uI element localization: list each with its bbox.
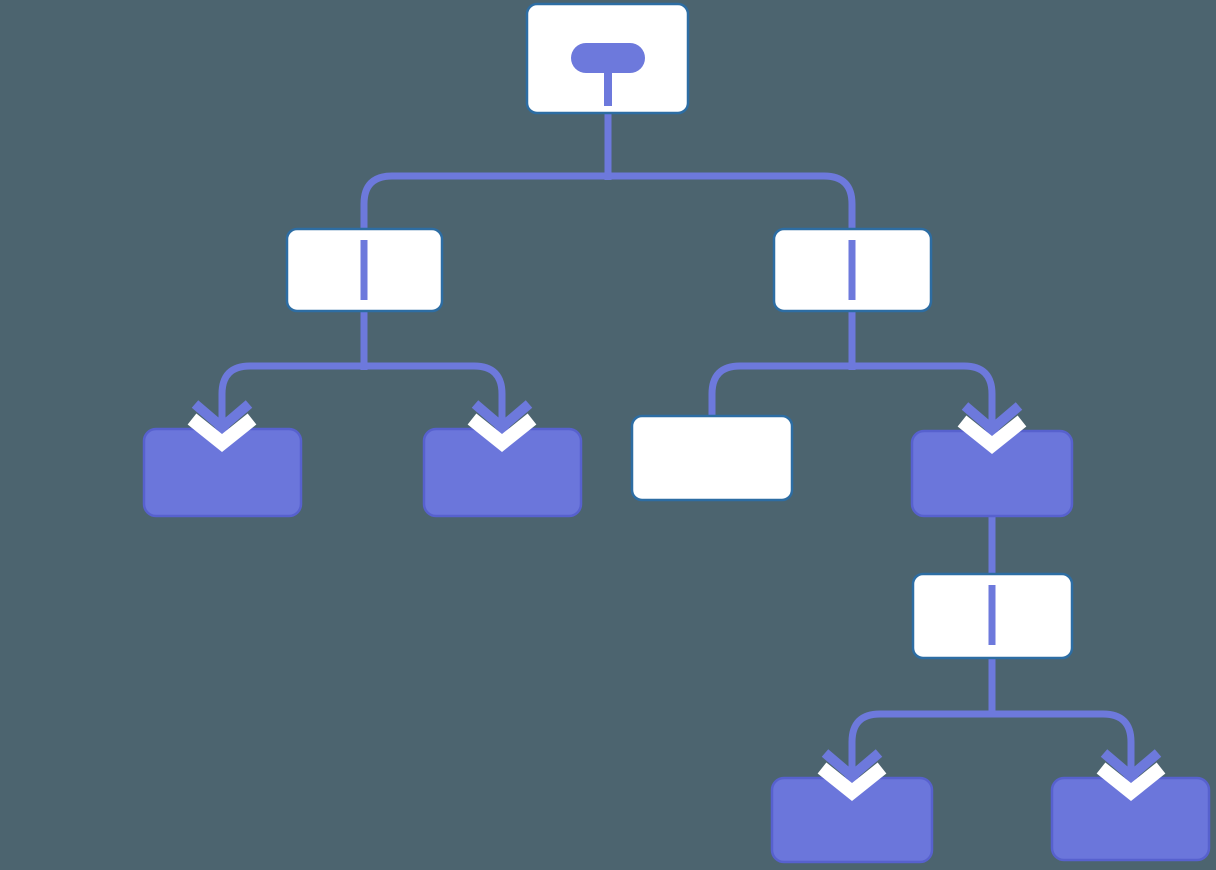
- arrow-down-leaf-3-icon: [821, 749, 883, 783]
- arrow-down-leaf-1-halo-icon: [187, 413, 257, 452]
- edge-bus-right: [708, 362, 996, 433]
- arrow-down-leaf-2-icon: [471, 400, 533, 434]
- edge-bus-top: [360, 172, 856, 230]
- arrow-down-leaf-1-icon: [191, 400, 253, 434]
- plain-white-node[interactable]: [630, 414, 794, 502]
- edge-bus-left: [218, 362, 506, 432]
- root-pill-icon: [571, 43, 645, 73]
- arrow-down-leaf-2-halo-icon: [467, 413, 537, 452]
- arrow-down-middle-halo-icon: [957, 415, 1027, 454]
- arrow-down-leaf-3-halo-icon: [817, 762, 887, 801]
- arrow-down-middle-icon: [961, 402, 1023, 436]
- arrow-down-leaf-4-halo-icon: [1096, 762, 1166, 801]
- arrow-down-leaf-4-icon: [1100, 749, 1162, 783]
- edge-bus-bottom: [848, 710, 1135, 780]
